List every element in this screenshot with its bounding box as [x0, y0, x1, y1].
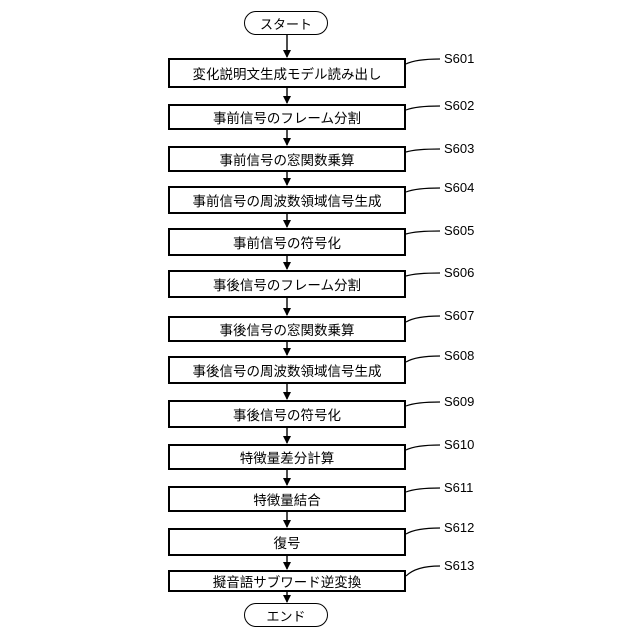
step-box-s610: 特徴量差分計算	[168, 444, 406, 470]
step-text: 事後信号の窓関数乗算	[220, 319, 355, 339]
step-id-label: S603	[444, 141, 474, 156]
step-box-s612: 復号	[168, 528, 406, 556]
end-terminal: エンド	[244, 603, 328, 627]
step-id-label: S602	[444, 98, 474, 113]
step-id-label: S612	[444, 520, 474, 535]
leader-line	[406, 528, 440, 534]
step-text: 事後信号のフレーム分割	[213, 274, 361, 294]
step-box-s603: 事前信号の窓関数乗算	[168, 146, 406, 172]
leader-line	[406, 106, 440, 110]
start-label: スタート	[260, 14, 312, 33]
step-box-s609: 事後信号の符号化	[168, 400, 406, 428]
step-box-s605: 事前信号の符号化	[168, 228, 406, 256]
step-box-s613: 擬音語サブワード逆変換	[168, 570, 406, 592]
step-id-label: S606	[444, 265, 474, 280]
start-terminal: スタート	[244, 11, 328, 35]
step-id-label: S613	[444, 558, 474, 573]
step-box-s608: 事後信号の周波数領域信号生成	[168, 356, 406, 384]
leader-line	[406, 188, 440, 192]
step-text: 擬音語サブワード逆変換	[213, 571, 362, 591]
step-text: 事前信号の符号化	[233, 232, 341, 252]
step-id-label: S601	[444, 51, 474, 66]
step-id-label: S610	[444, 437, 474, 452]
step-text: 特徴量結合	[253, 489, 321, 509]
leader-line	[406, 231, 440, 234]
step-id-label: S604	[444, 180, 474, 195]
leader-line	[406, 445, 440, 450]
step-id-label: S611	[444, 480, 473, 495]
step-text: 事前信号の周波数領域信号生成	[193, 190, 382, 210]
leader-line	[406, 356, 440, 362]
step-box-s606: 事後信号のフレーム分割	[168, 270, 406, 298]
leader-line	[406, 316, 440, 322]
end-label: エンド	[266, 606, 305, 625]
step-id-label: S605	[444, 223, 474, 238]
step-box-s611: 特徴量結合	[168, 486, 406, 512]
leader-line	[406, 149, 440, 152]
step-text: 事前信号のフレーム分割	[213, 107, 361, 127]
leader-line	[406, 488, 440, 492]
step-text: 事後信号の符号化	[233, 404, 341, 424]
step-text: 特徴量差分計算	[240, 447, 335, 467]
step-id-label: S609	[444, 394, 474, 409]
leader-line	[406, 566, 440, 576]
leader-line	[406, 402, 440, 406]
step-box-s602: 事前信号のフレーム分割	[168, 104, 406, 130]
step-text: 変化説明文生成モデル読み出し	[193, 63, 382, 83]
step-box-s604: 事前信号の周波数領域信号生成	[168, 186, 406, 214]
leader-line	[406, 59, 440, 64]
step-id-label: S608	[444, 348, 474, 363]
step-box-s601: 変化説明文生成モデル読み出し	[168, 58, 406, 88]
step-text: 事前信号の窓関数乗算	[220, 149, 355, 169]
step-id-label: S607	[444, 308, 474, 323]
step-box-s607: 事後信号の窓関数乗算	[168, 316, 406, 342]
step-text: 復号	[274, 532, 301, 552]
leader-line	[406, 273, 440, 276]
step-text: 事後信号の周波数領域信号生成	[193, 360, 382, 380]
